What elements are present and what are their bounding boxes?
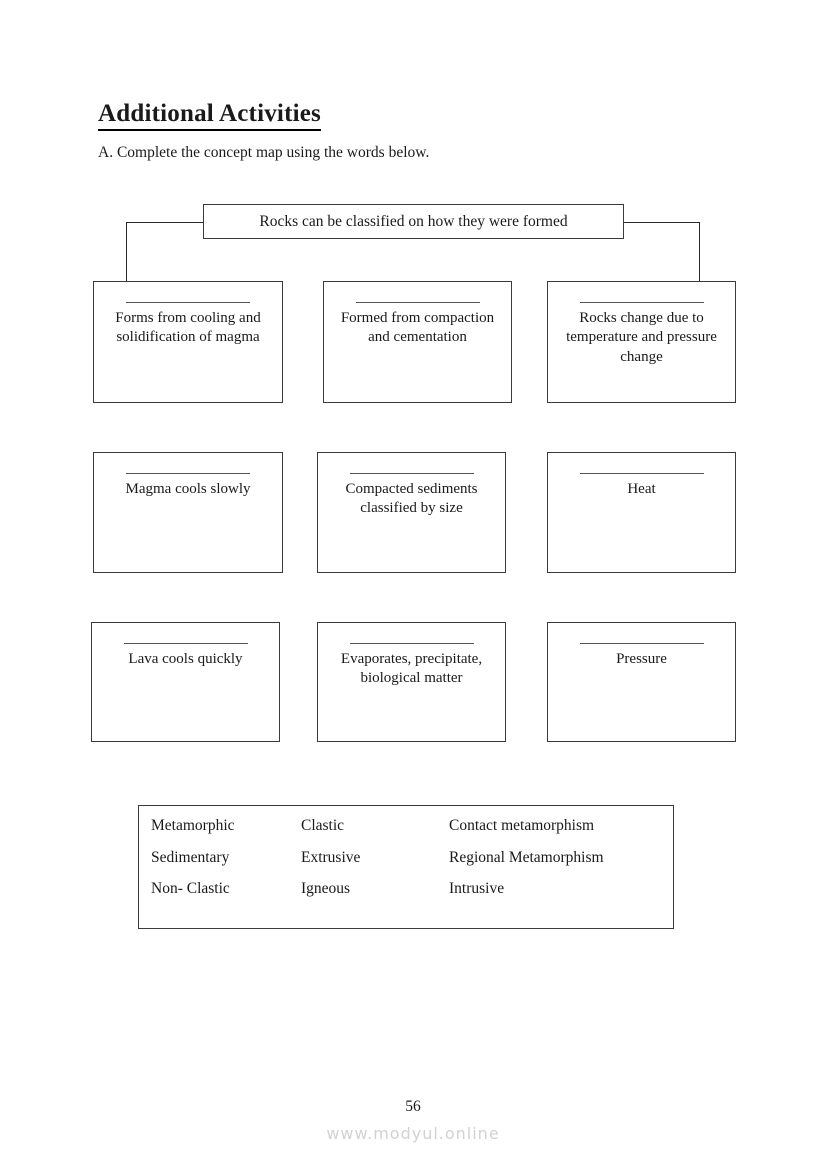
concept-box-row1-col1[interactable]: Forms from cooling and solidification of… [93,281,283,403]
answer-blank-line[interactable] [579,293,704,303]
answer-blank-line[interactable] [579,464,704,474]
answer-blank-line[interactable] [349,464,474,474]
concept-box-row1-col2[interactable]: Formed from compaction and cementation [323,281,512,403]
concept-box-text: Forms from cooling and solidification of… [115,310,261,346]
word-bank-item[interactable]: Sedimentary [151,848,230,866]
connector-left-vertical [126,222,127,282]
table-row: Non- Clastic Igneous Intrusive [151,881,673,913]
concept-box-row2-col3[interactable]: Heat [547,452,736,573]
concept-box-text: Evaporates, precipitate, biological matt… [340,651,483,687]
concept-map-root-label: Rocks can be classified on how they were… [259,212,568,230]
word-bank-table: Metamorphic Clastic Contact metamorphism… [151,818,673,913]
page-number: 56 [405,1098,421,1115]
word-bank-item[interactable]: Regional Metamorphism [449,848,604,866]
answer-blank-line[interactable] [349,634,474,644]
word-bank-item[interactable]: Contact metamorphism [449,817,595,834]
concept-box-text: Lava cools quickly [128,651,243,667]
connector-right-horizontal [624,222,700,223]
page-title: Additional Activities [98,100,321,131]
concept-box-row3-col3[interactable]: Pressure [547,622,736,742]
concept-box-text: Heat [627,481,656,497]
connector-right-vertical [699,222,700,282]
word-bank-item[interactable]: Non- Clastic [151,880,230,897]
concept-map-root-box: Rocks can be classified on how they were… [203,204,624,239]
concept-box-row1-col3[interactable]: Rocks change due to temperature and pres… [547,281,736,403]
watermark: www.modyul.online [326,1124,500,1143]
concept-box-row3-col2[interactable]: Evaporates, precipitate, biological matt… [317,622,506,742]
concept-box-row3-col1[interactable]: Lava cools quickly [91,622,280,742]
concept-box-text: Rocks change due to temperature and pres… [566,310,717,365]
concept-box-text: Compacted sediments classified by size [345,481,478,517]
concept-box-text: Formed from compaction and cementation [340,310,495,346]
concept-box-row2-col2[interactable]: Compacted sediments classified by size [317,452,506,573]
word-bank-item[interactable]: Clastic [301,817,345,834]
table-row: Sedimentary Extrusive Regional Metamorph… [151,848,673,882]
concept-box-text: Magma cools slowly [125,481,251,497]
word-bank-item[interactable]: Metamorphic [151,817,235,834]
word-bank-item[interactable]: Igneous [301,880,351,897]
answer-blank-line[interactable] [579,634,704,644]
concept-box-text: Pressure [616,651,667,667]
word-bank-item[interactable]: Intrusive [449,880,505,897]
concept-box-row2-col1[interactable]: Magma cools slowly [93,452,283,573]
word-bank-item[interactable]: Extrusive [301,848,361,866]
word-bank: Metamorphic Clastic Contact metamorphism… [138,805,674,929]
answer-blank-line[interactable] [355,293,480,303]
answer-blank-line[interactable] [126,464,250,474]
table-row: Metamorphic Clastic Contact metamorphism [151,818,673,850]
activity-instruction: A. Complete the concept map using the wo… [98,144,430,161]
answer-blank-line[interactable] [126,293,250,303]
connector-left-horizontal [126,222,204,223]
answer-blank-line[interactable] [123,634,248,644]
